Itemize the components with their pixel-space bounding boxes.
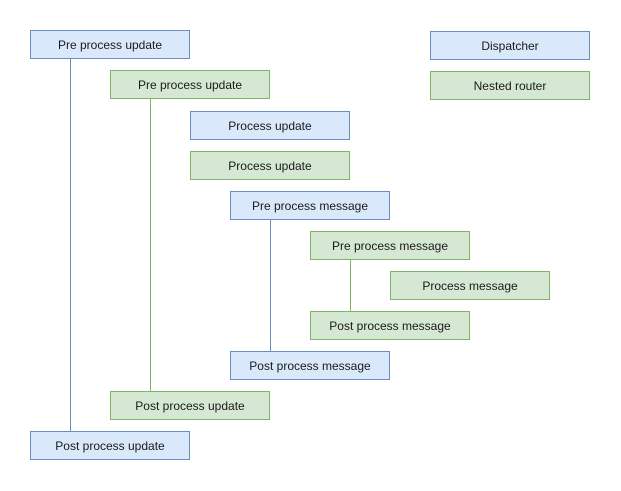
legend-item-label: Nested router — [473, 78, 547, 93]
legend-item-nested-router[interactable]: Nested router — [430, 71, 590, 100]
node-label: Post process update — [135, 398, 245, 413]
connector-n2-to-n10 — [150, 99, 151, 391]
node-label: Pre process message — [331, 238, 449, 253]
node-label: Process update — [228, 118, 312, 133]
node-post-process-message-dispatcher[interactable]: Post process message — [230, 351, 390, 380]
legend-item-dispatcher[interactable]: Dispatcher — [430, 31, 590, 60]
legend-item-label: Dispatcher — [481, 38, 539, 53]
connector-n1-to-n11 — [70, 59, 71, 431]
node-label: Pre process update — [137, 77, 243, 92]
node-pre-process-update-dispatcher[interactable]: Pre process update — [30, 30, 190, 59]
node-process-update-router[interactable]: Process update — [190, 151, 350, 180]
node-process-update-dispatcher[interactable]: Process update — [190, 111, 350, 140]
node-pre-process-message-router[interactable]: Pre process message — [310, 231, 470, 260]
connector-n6-to-n8 — [350, 260, 351, 311]
node-pre-process-message-dispatcher[interactable]: Pre process message — [230, 191, 390, 220]
node-label: Pre process message — [251, 198, 369, 213]
node-label: Post process message — [249, 358, 371, 373]
node-post-process-update-router[interactable]: Post process update — [110, 391, 270, 420]
connector-n5-to-n9 — [270, 220, 271, 351]
node-label: Process message — [422, 278, 518, 293]
node-label: Post process message — [329, 318, 451, 333]
node-pre-process-update-router[interactable]: Pre process update — [110, 70, 270, 99]
node-label: Post process update — [55, 438, 165, 453]
node-label: Pre process update — [57, 37, 163, 52]
node-process-message-router[interactable]: Process message — [390, 271, 550, 300]
node-post-process-update-dispatcher[interactable]: Post process update — [30, 431, 190, 460]
node-post-process-message-router[interactable]: Post process message — [310, 311, 470, 340]
node-label: Process update — [228, 158, 312, 173]
